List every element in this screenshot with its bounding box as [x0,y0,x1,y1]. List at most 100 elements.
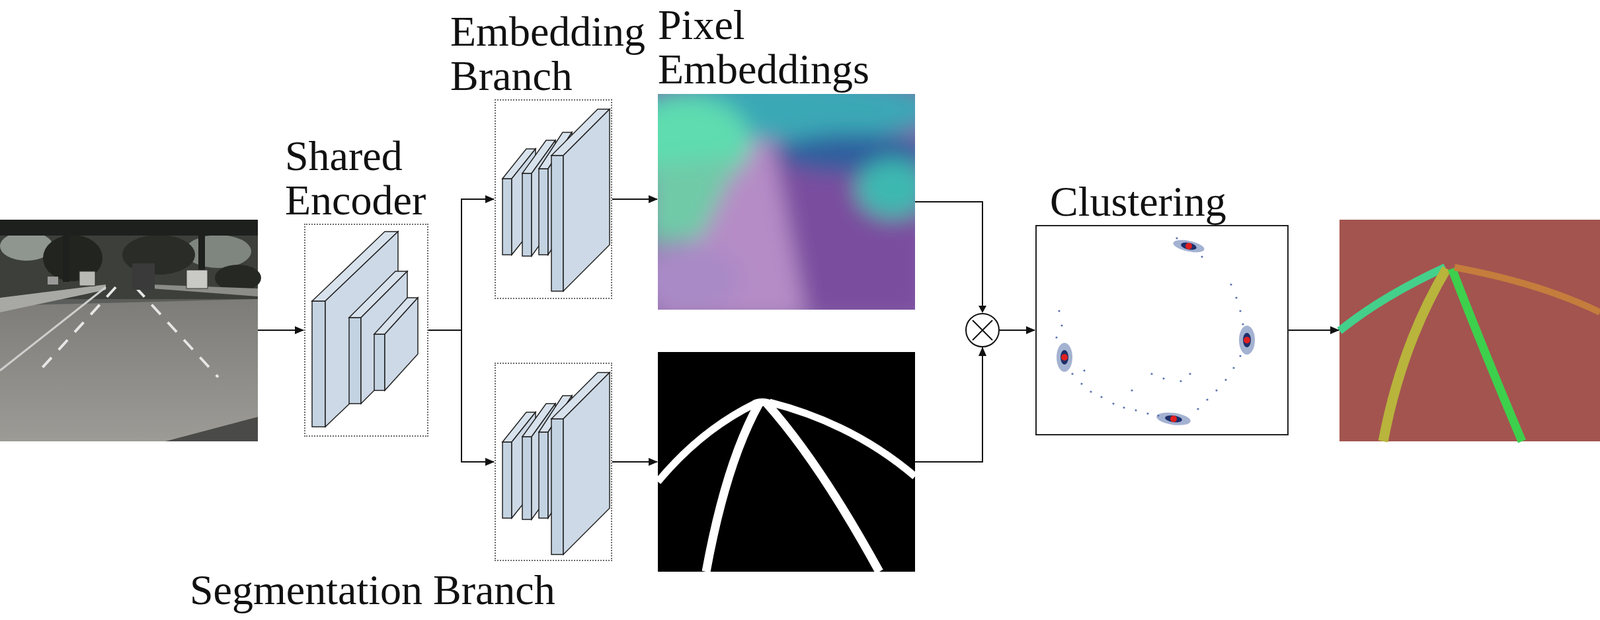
block-label: Clustering [1049,179,1288,224]
flow-arrow [1288,329,1339,331]
cluster-scatter [1188,372,1191,375]
flow-arrow [257,329,1339,462]
road-photo [165,416,258,441]
road-photo [186,269,208,289]
block-label: Shared Encoder [284,133,451,223]
lane-mask [766,403,880,572]
cluster-scatter [1162,376,1165,379]
road-photo [0,298,258,441]
flow-arrow [612,460,658,463]
flow-connector [428,329,494,462]
cluster-scatter [1242,332,1251,348]
road-photo [47,276,59,285]
output-image [1339,219,1600,441]
cluster-scatter [1239,325,1255,355]
cluster-scatter [1057,309,1060,312]
cluster-scatter [1239,354,1241,357]
cluster-scatter [1082,368,1085,371]
multiply-symbol [972,320,993,340]
road-photo [185,234,252,268]
cluster-scatter [1060,323,1063,326]
lane-mask [751,398,773,406]
cluster-scatter [1060,349,1069,365]
cluster-scatter [1112,401,1115,404]
embedding-map: Pixel Embeddings [657,93,916,310]
output-image [1454,267,1600,313]
cluster-scatter [1215,388,1218,391]
cluster-scatter [1229,282,1232,285]
cluster-scatter [1239,309,1241,312]
conv-layers [502,109,610,291]
road-photo [0,219,258,441]
output-image [1451,268,1522,441]
cluster-scatter [1056,342,1073,372]
cluster-scatter [1134,408,1137,411]
cluster-scatter [1089,390,1092,393]
conv-layers [312,231,418,427]
cluster-scatter [1196,407,1199,410]
cluster-scatter [1200,255,1203,258]
road-photo [0,219,262,441]
block-label: Segmentation Branch [189,567,693,612]
road-photo [198,235,205,276]
cluster-scatter [1035,224,1289,436]
cluster-scatter [1122,405,1125,408]
branch-block: Embedding Branch [494,99,613,299]
lane-mask [657,351,916,572]
cluster-scatter [1172,237,1206,255]
road-photo [62,235,70,282]
multiply-symbol [965,305,1000,347]
embedding-image [657,155,741,245]
cluster-scatter [1180,241,1198,252]
branch-block: Segmentation Branch [494,362,613,561]
cluster-scatter [1055,236,1244,416]
cluster-scatter [1055,335,1058,338]
multiply-symbol [978,305,987,313]
conv-layers [374,333,385,391]
flow-connector [612,198,658,200]
conv-layers [349,317,361,404]
road-photo [39,286,116,371]
road-photo [135,286,219,377]
cluster-scatter [1100,395,1103,398]
cluster-scatter [1130,388,1133,391]
multiply-symbol [972,320,993,340]
cluster-scatter [1146,411,1149,414]
cluster-scatter [1061,353,1068,361]
block-label: Embedding Branch [450,9,676,98]
cluster-scatter [1232,366,1235,369]
lane-mask [657,351,916,572]
encoder-block: Shared Encoder [304,223,429,437]
embedding-image [657,93,916,310]
clustering-box: Clustering [1035,224,1289,436]
flow-arrow [257,329,304,331]
cluster-scatter [1243,336,1251,344]
road-photo [79,271,96,286]
conv-layers [502,372,610,555]
lane-mask [769,401,916,477]
cluster-scatter [1170,415,1177,422]
road-photo [132,263,155,290]
road-photo [0,286,106,371]
road-photo [0,219,258,236]
flow-arrow [915,347,983,462]
cluster-scatter [1150,372,1153,375]
cluster-scatter [1080,382,1083,385]
output-image [1339,219,1600,441]
output-image [1383,268,1447,441]
lane-mask [706,403,760,572]
cluster-scatter [1185,242,1193,250]
flow-connector [915,201,1035,330]
flow-connector [428,199,494,330]
block-label: Pixel Embeddings [657,2,918,92]
cluster-scatter [1164,413,1183,424]
cluster-scatter [1205,398,1208,400]
cluster-scatter [1241,322,1244,325]
cluster-scatter [1035,224,1289,436]
cluster-scatter [1175,236,1178,239]
conv-layers [312,300,326,427]
embedding-image [657,244,741,310]
